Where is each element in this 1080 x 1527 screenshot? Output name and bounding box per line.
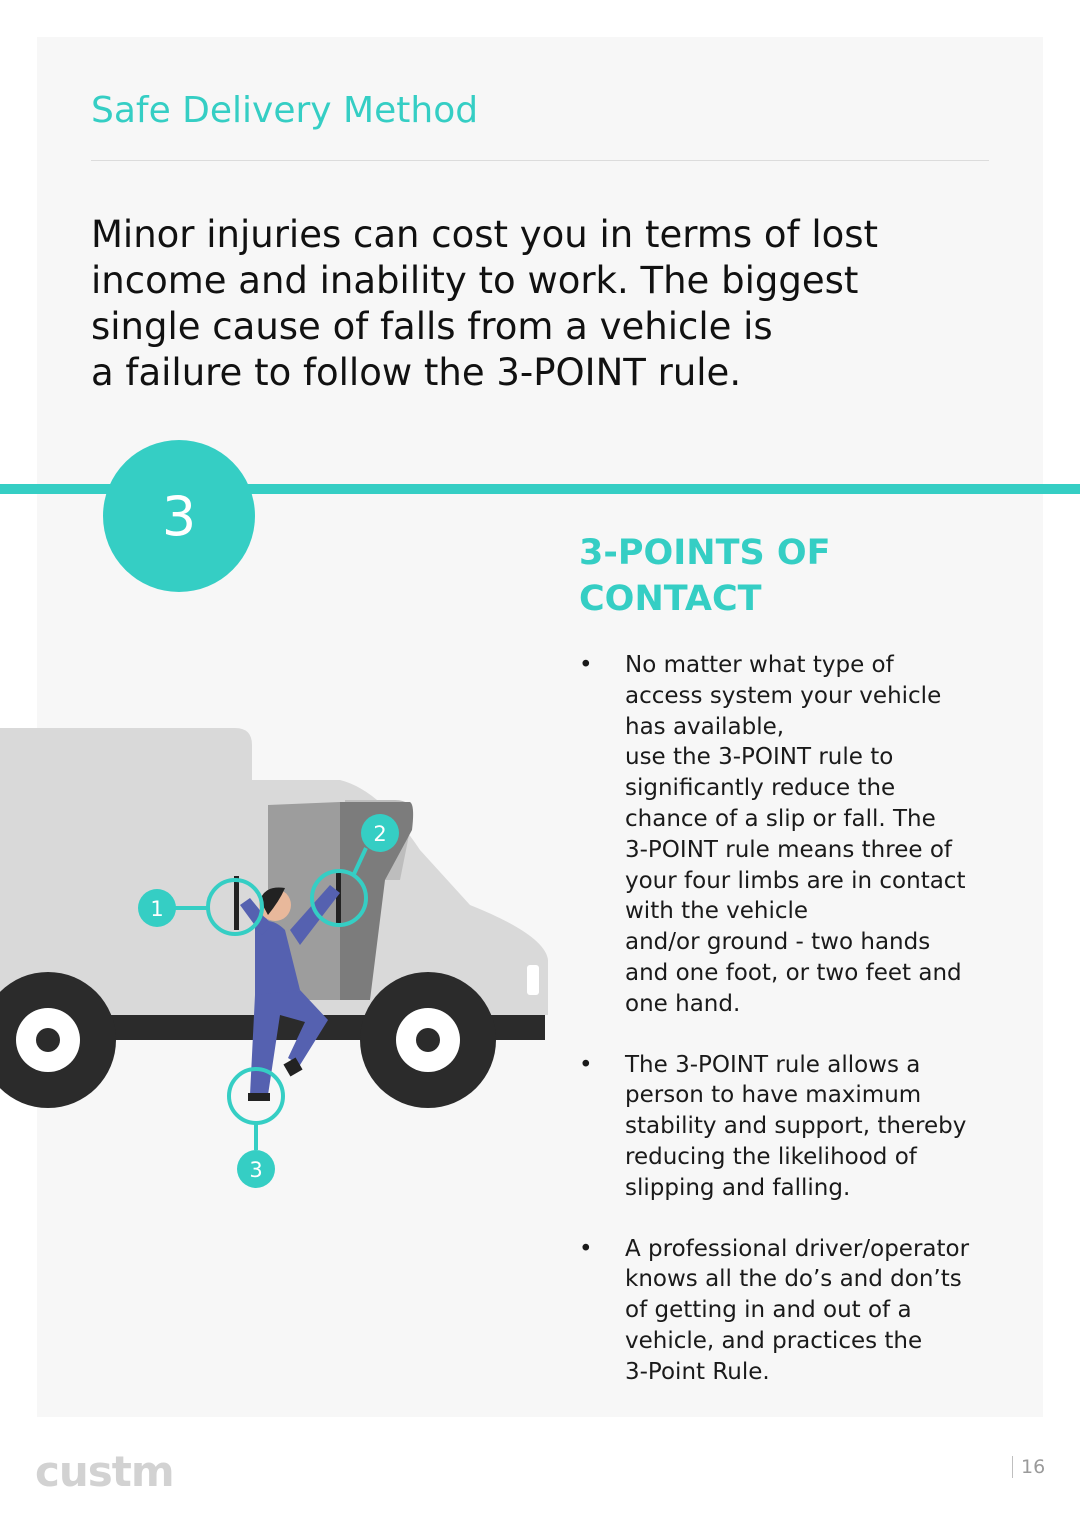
front-wheel	[360, 972, 496, 1108]
points-title: 3-POINTS OF CONTACT	[579, 530, 831, 622]
contact-ring-2	[310, 869, 368, 927]
points-title-line: CONTACT	[579, 579, 762, 619]
svg-text:1: 1	[150, 897, 163, 921]
svg-text:3: 3	[249, 1158, 262, 1182]
bullet-line: A professional driver/operator	[625, 1235, 970, 1262]
rear-wheel	[0, 972, 116, 1108]
lead-paragraph: Minor injuries can cost you in terms of …	[91, 212, 991, 396]
lead-line: income and inability to work. The bigges…	[91, 259, 859, 302]
truck-illustration: 1 2 3	[0, 728, 548, 1188]
section-bar	[0, 484, 1080, 494]
bullet-line: access system your vehicle	[625, 682, 942, 709]
contact-marker-3: 3	[237, 1150, 275, 1188]
bullet-item: • The 3-POINT rule allows a person to ha…	[579, 1050, 1009, 1204]
grab-handle-left	[234, 876, 239, 930]
lead-line: single cause of falls from a vehicle is	[91, 305, 773, 348]
title-divider	[91, 160, 989, 161]
step-number-badge: 3	[103, 440, 255, 592]
bullet-line: stability and support, thereby	[625, 1113, 967, 1140]
grab-handle-right	[336, 872, 341, 926]
bullet-item: • No matter what type of access system y…	[579, 650, 1009, 1020]
points-title-line: 3-POINTS OF	[579, 533, 831, 573]
bullet-line: of getting in and out of a	[625, 1297, 912, 1324]
brand-logo: custm	[35, 1447, 175, 1496]
bullet-line: The 3-POINT rule allows a	[625, 1051, 921, 1078]
bullet-line: use the 3-POINT rule to	[625, 744, 894, 771]
lead-line: Minor injuries can cost you in terms of …	[91, 213, 879, 256]
bullet-line: your four limbs are in contact	[625, 867, 966, 894]
bullet-line: slipping and falling.	[625, 1174, 851, 1201]
person-figure	[240, 885, 340, 1101]
bullet-line: with the vehicle	[625, 898, 809, 925]
bullet-line: No matter what type of	[625, 652, 894, 678]
bullet-line: significantly reduce the	[625, 775, 896, 802]
bullet-line: has available,	[625, 713, 785, 740]
contact-marker-1: 1	[138, 889, 176, 927]
bullet-line: person to have maximum	[625, 1082, 922, 1109]
bullet-line: reducing the likelihood of	[625, 1143, 917, 1170]
bullet-line: and one foot, or two feet and	[625, 959, 962, 986]
page-number: 16	[1012, 1456, 1045, 1478]
bullet-line: and/or ground - two hands	[625, 929, 931, 956]
svg-text:2: 2	[373, 822, 386, 846]
bullet-line: 3-Point Rule.	[625, 1358, 770, 1385]
truck-door-panel	[340, 802, 414, 1000]
lead-line: a failure to follow the 3-POINT rule.	[91, 351, 742, 394]
truck-headlight	[527, 965, 539, 995]
bullet-item: • A professional driver/operator knows a…	[579, 1234, 1009, 1388]
bullet-line: one hand.	[625, 990, 741, 1017]
contact-marker-2: 2	[361, 814, 399, 852]
bullet-list: • No matter what type of access system y…	[579, 650, 1009, 1418]
bullet-dot: •	[579, 1051, 593, 1078]
leader-line-2	[352, 847, 368, 875]
content-panel	[37, 37, 1043, 1417]
bullet-line: chance of a slip or fall. The	[625, 805, 936, 832]
section-title: Safe Delivery Method	[91, 90, 479, 131]
bullet-line: vehicle, and practices the	[625, 1327, 923, 1354]
bullet-dot: •	[579, 652, 593, 678]
bullet-dot: •	[579, 1235, 593, 1262]
bullet-line: 3-POINT rule means three of	[625, 836, 952, 863]
bullet-line: knows all the do’s and don’ts	[625, 1266, 962, 1293]
